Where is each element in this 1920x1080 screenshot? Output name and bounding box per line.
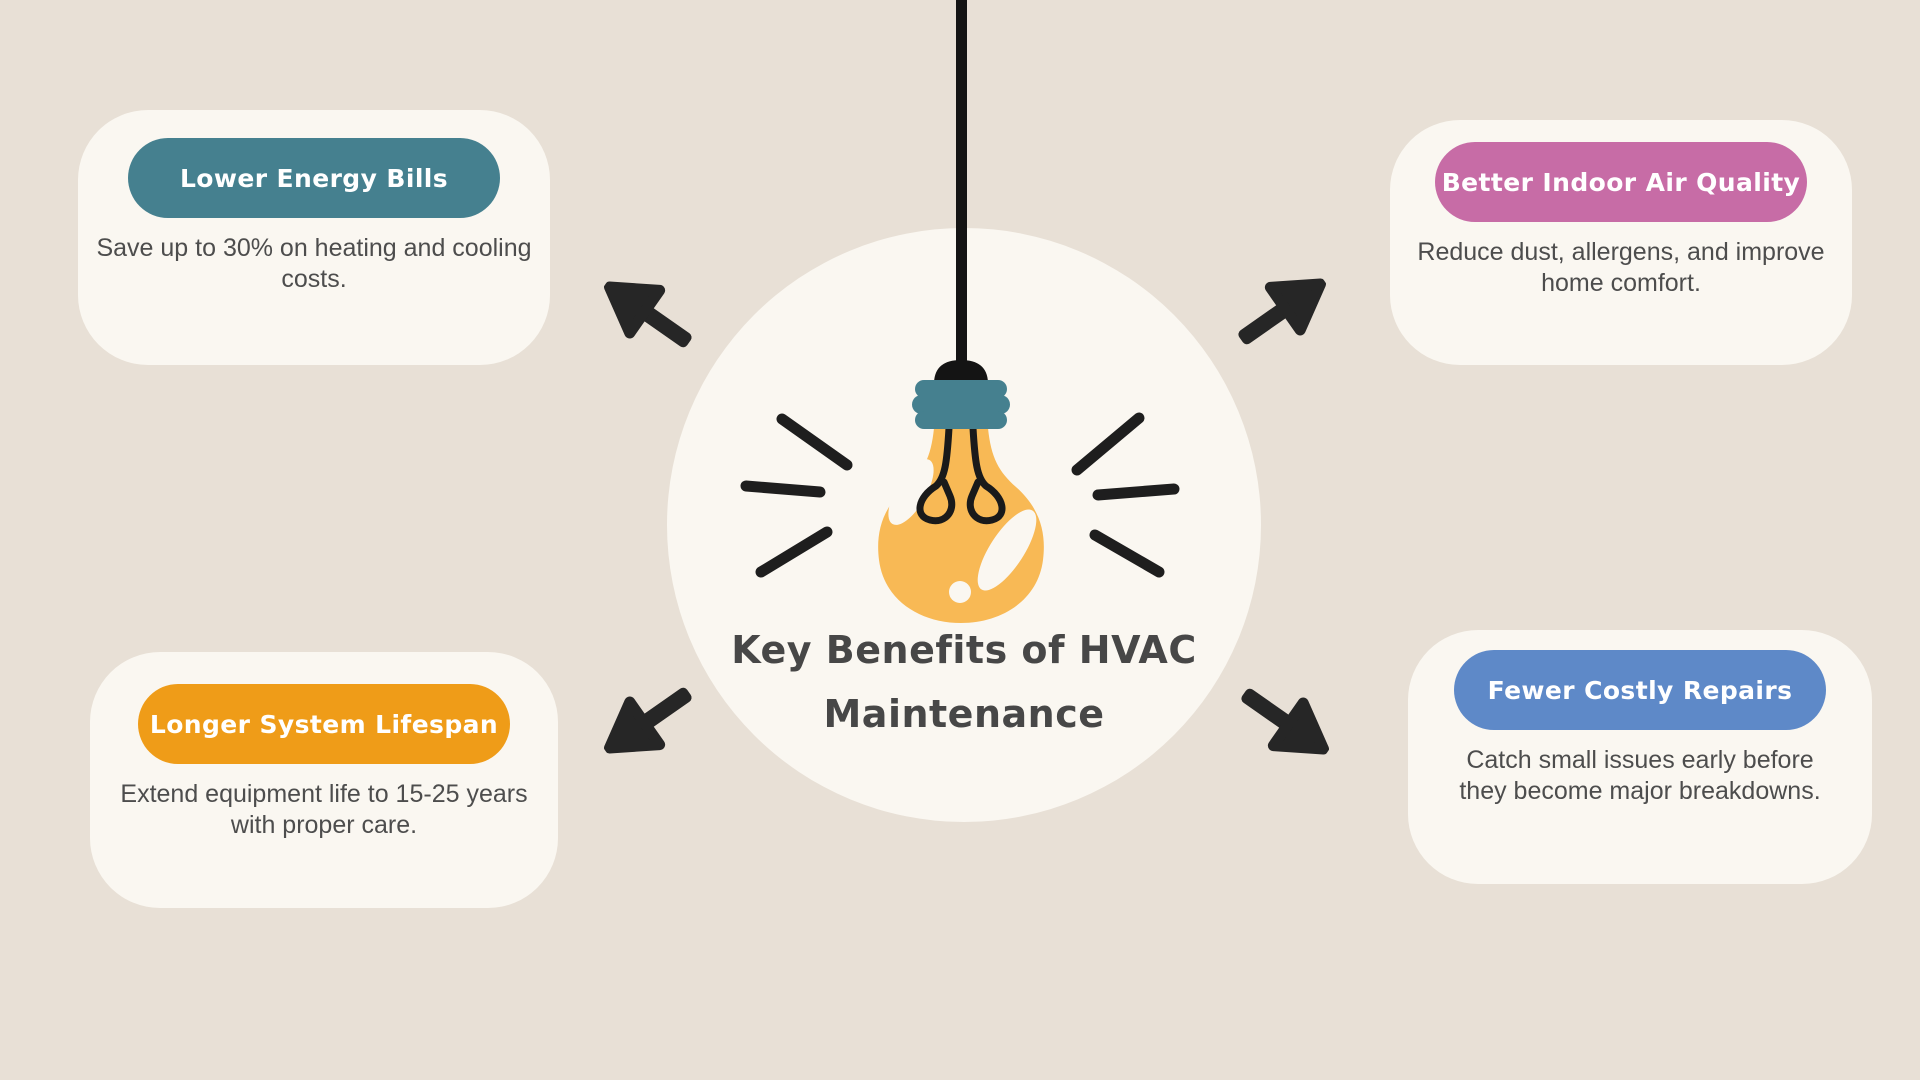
benefit-pill-better-indoor-air-quality: Better Indoor Air Quality	[1435, 142, 1807, 222]
benefit-description: Catch small issues early before they bec…	[1459, 746, 1821, 805]
diagram-title-line1: Key Benefits of HVAC	[731, 628, 1197, 672]
arrow-top-left-icon	[603, 281, 692, 348]
arrow-top-right-icon	[1238, 278, 1327, 345]
benefit-pill-lower-energy-bills: Lower Energy Bills	[128, 138, 500, 218]
benefit-card-fewer-costly-repairs: Fewer Costly Repairs Catch small issues …	[1408, 630, 1872, 884]
diagram-title-line2: Maintenance	[823, 692, 1105, 736]
benefit-card-lower-energy-bills: Lower Energy Bills Save up to 30% on hea…	[78, 110, 550, 365]
hanging-lightbulb-icon	[740, 360, 1180, 623]
bulb-filament-icon	[916, 424, 1006, 525]
arrow-bottom-left-icon	[603, 687, 692, 754]
arrow-bottom-right-icon	[1241, 688, 1330, 755]
light-rays-right-icon	[1071, 412, 1180, 578]
benefit-description: Reduce dust, allergens, and improve home…	[1417, 238, 1825, 297]
light-rays-left-icon	[740, 413, 853, 578]
diagram-title: Key Benefits of HVAC Maintenance	[667, 628, 1261, 736]
benefit-pill-longer-system-lifespan: Longer System Lifespan	[138, 684, 510, 764]
benefit-description: Extend equipment life to 15-25 years wit…	[120, 780, 528, 839]
benefit-card-better-indoor-air-quality: Better Indoor Air Quality Reduce dust, a…	[1390, 120, 1852, 365]
benefit-description: Save up to 30% on heating and cooling co…	[96, 234, 532, 293]
bulb-highlights	[888, 459, 1037, 603]
benefit-card-longer-system-lifespan: Longer System Lifespan Extend equipment …	[90, 652, 558, 908]
bulb-socket-icon	[934, 360, 988, 384]
bulb-cap-icon	[912, 380, 1010, 429]
benefit-pill-fewer-costly-repairs: Fewer Costly Repairs	[1454, 650, 1826, 730]
pendant-cord	[956, 0, 967, 368]
